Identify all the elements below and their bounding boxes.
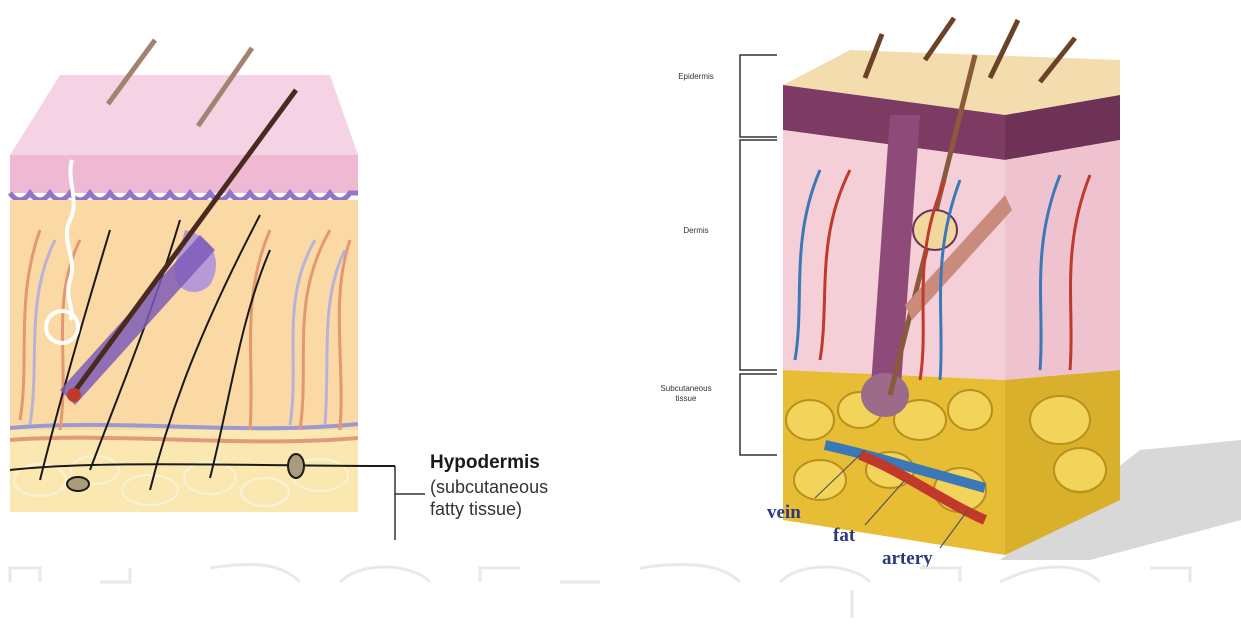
dermis-bracket: [740, 140, 777, 370]
left-skin-diagram: Hypodermis (subcutaneous fatty tissue): [0, 0, 600, 625]
epidermis-bracket: [740, 55, 777, 137]
artery-label: artery: [882, 548, 933, 570]
right-skin-diagram: Epidermis Dermis Subcutaneous tissue vei…: [620, 0, 1241, 625]
dermal-papillae-line: [10, 193, 358, 200]
subcutaneous-label-line1: Subcutaneous: [636, 384, 736, 393]
left-skin-illustration: [0, 0, 600, 625]
vein-label: vein: [767, 502, 801, 524]
right-skin-illustration: [620, 0, 1241, 625]
epidermis-label: Epidermis: [656, 72, 736, 81]
dermis-side: [1005, 140, 1120, 380]
hypodermis-subtitle-line1: (subcutaneous: [430, 476, 600, 498]
subcutaneous-label-line2: tissue: [636, 394, 736, 403]
layer-brackets: [740, 55, 777, 455]
hair-bulb: [861, 373, 909, 417]
pacinian-corpuscle-2: [288, 454, 304, 478]
epidermis-top-face: [10, 75, 358, 155]
subcutaneous-bracket: [740, 374, 777, 455]
hair-bulb: [67, 388, 81, 402]
pacinian-corpuscle-1: [67, 477, 89, 491]
hypodermis-subtitle-line2: fatty tissue): [430, 498, 600, 520]
epidermis-layer: [10, 155, 358, 193]
dermis-label: Dermis: [656, 226, 736, 235]
hypodermis-bracket: [395, 466, 425, 494]
fat-label: fat: [833, 525, 855, 547]
hypodermis-title: Hypodermis: [430, 452, 540, 474]
